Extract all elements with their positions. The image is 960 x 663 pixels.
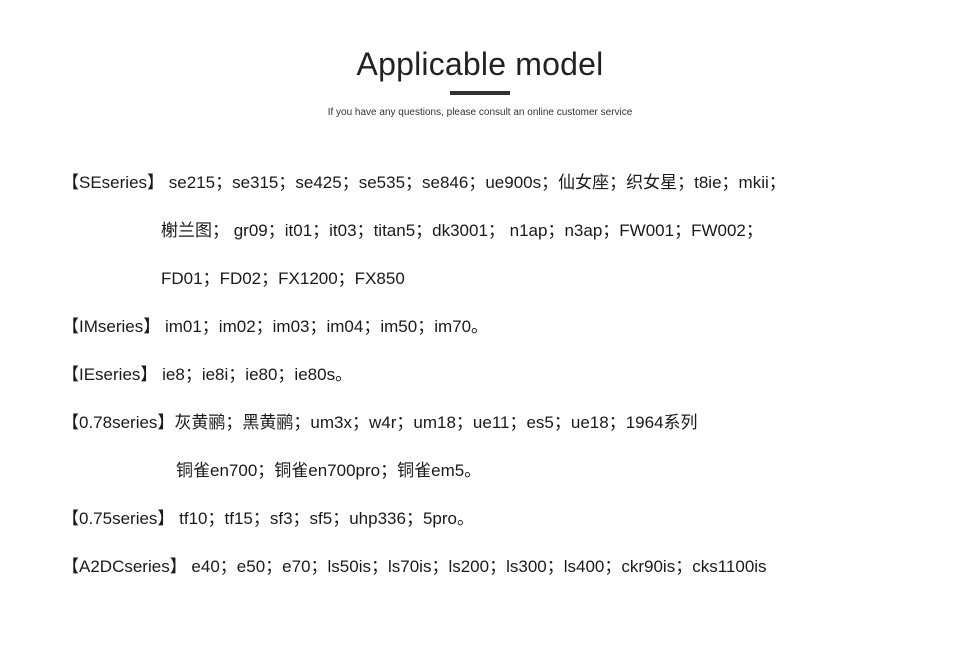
model-line-078-1: 【0.78series】灰黄鹂；黑黄鹂；um3x；w4r；um18；ue11；e… <box>62 412 698 434</box>
series-label-se: 【SEseries】 <box>62 173 165 192</box>
model-line-078-2: 铜雀en700；铜雀en700pro；铜雀em5。 <box>176 460 481 482</box>
model-text: 榭兰图； gr09；it01；it03；titan5；dk3001； n1ap；… <box>161 221 763 240</box>
model-line-im: 【IMseries】 im01；im02；im03；im04；im50；im70… <box>62 316 488 338</box>
page-subtitle: If you have any questions, please consul… <box>327 107 633 118</box>
model-text: 灰黄鹂；黑黄鹂；um3x；w4r；um18；ue11；es5；ue18；1964… <box>174 413 698 432</box>
series-label-a2dc: 【A2DCseries】 <box>62 557 187 576</box>
model-line-se-2: 榭兰图； gr09；it01；it03；titan5；dk3001； n1ap；… <box>161 220 763 242</box>
series-label-ie: 【IEseries】 <box>62 365 158 384</box>
model-text: FD01；FD02；FX1200；FX850 <box>161 269 405 288</box>
model-line-se-3: FD01；FD02；FX1200；FX850 <box>161 268 405 290</box>
series-label-075: 【0.75series】 <box>62 509 175 528</box>
model-text: e40；e50；e70；ls50is；ls70is；ls200；ls300；ls… <box>186 557 767 576</box>
model-text: im01；im02；im03；im04；im50；im70。 <box>160 317 489 336</box>
series-label-078: 【0.78series】 <box>62 413 175 432</box>
model-text: ie8；ie8i；ie80；ie80s。 <box>157 365 353 384</box>
series-label-im: 【IMseries】 <box>62 317 161 336</box>
page-title: Applicable model <box>356 46 604 82</box>
model-line-ie: 【IEseries】 ie8；ie8i；ie80；ie80s。 <box>62 364 352 386</box>
model-text: 铜雀en700；铜雀en700pro；铜雀em5。 <box>176 461 482 480</box>
model-line-a2dc: 【A2DCseries】 e40；e50；e70；ls50is；ls70is；l… <box>62 556 767 578</box>
model-line-se-1: 【SEseries】 se215；se315；se425；se535；se846… <box>62 172 786 194</box>
model-text: se215；se315；se425；se535；se846；ue900s；仙女座… <box>164 173 786 192</box>
title-underline <box>450 91 510 95</box>
model-line-075: 【0.75series】 tf10；tf15；sf3；sf5；uhp336；5p… <box>62 508 474 530</box>
model-text: tf10；tf15；sf3；sf5；uhp336；5pro。 <box>174 509 474 528</box>
